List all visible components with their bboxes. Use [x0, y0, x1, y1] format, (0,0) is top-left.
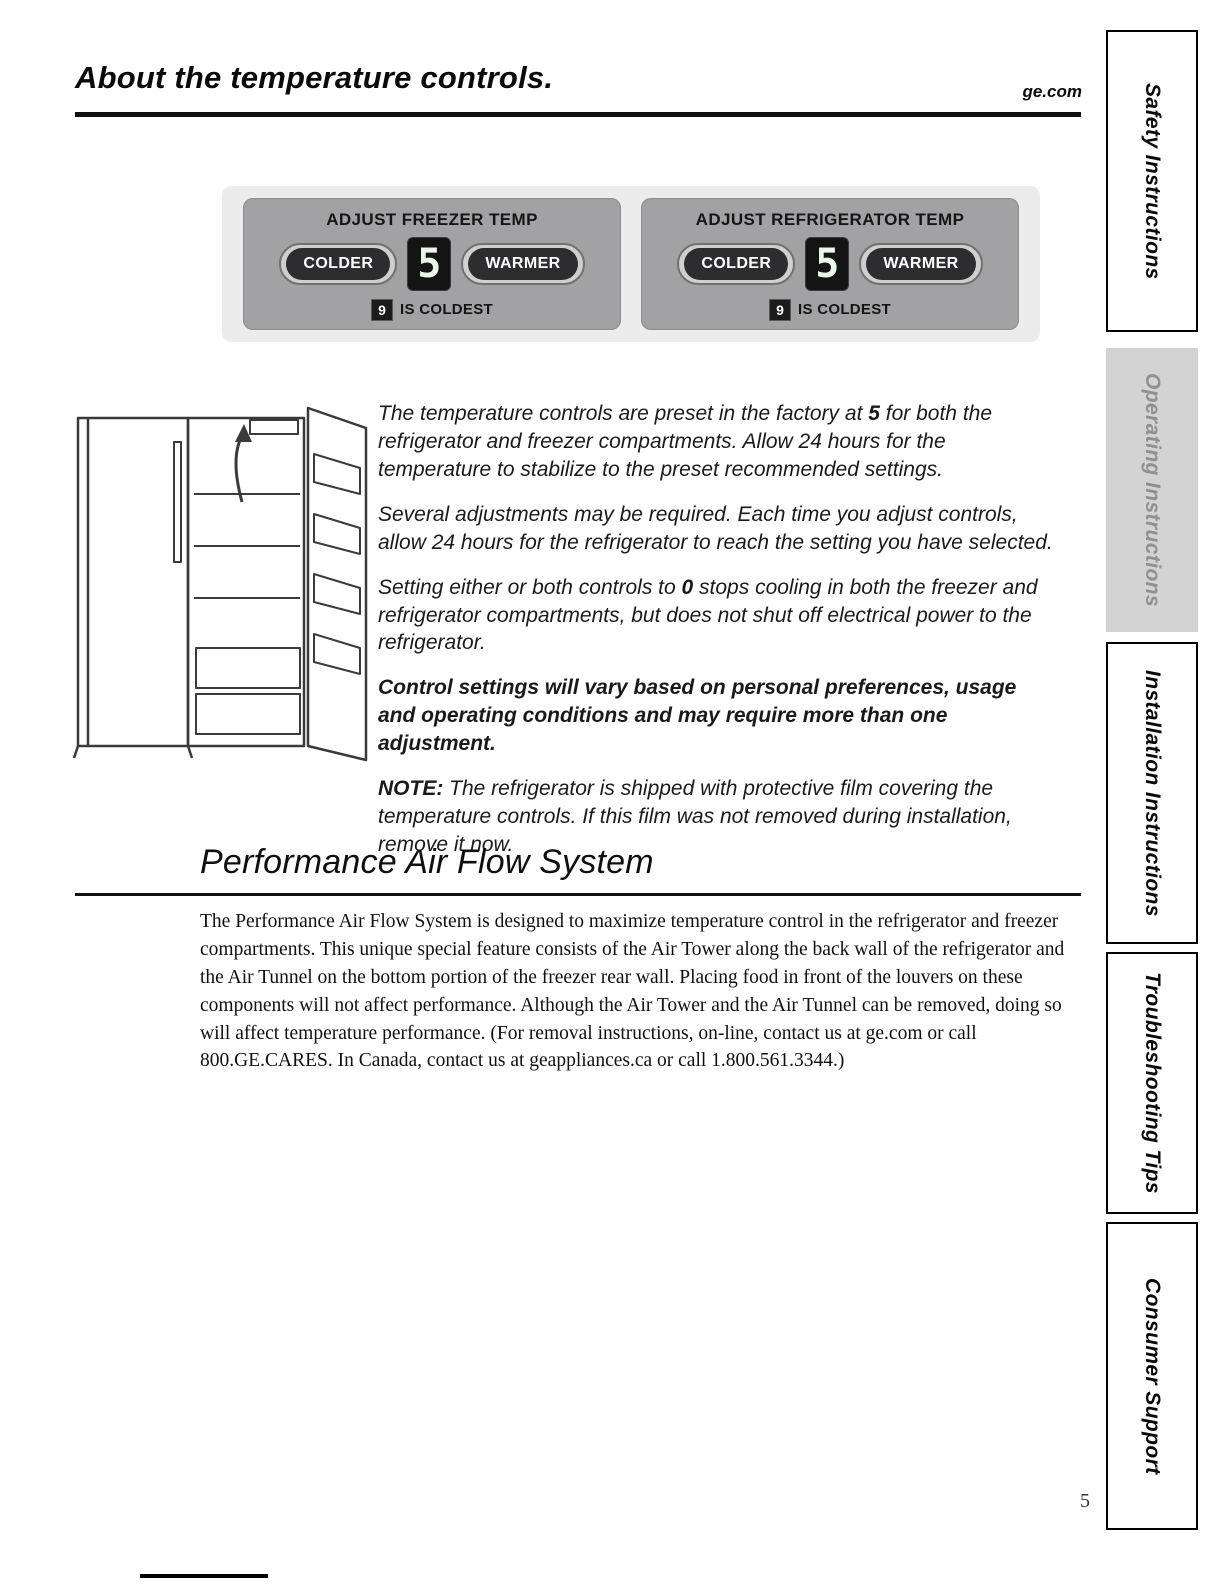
- section-body-text: The Performance Air Flow System is desig…: [200, 911, 1065, 1072]
- temperature-control-panel: ADJUST FREEZER TEMP COLDER 5 WARMER 9 IS…: [222, 186, 1040, 342]
- section-rule: [75, 893, 1081, 896]
- sidebar-tab-troubleshooting-tips: Troubleshooting Tips: [1106, 952, 1198, 1214]
- refrigerator-panel-label: ADJUST REFRIGERATOR TEMP: [695, 209, 965, 229]
- sidebar-tab-safety-instructions: Safety Instructions: [1106, 30, 1198, 332]
- colder-button-capsule: COLDER: [279, 242, 398, 285]
- paragraph-adjustments: Several adjustments may be required. Eac…: [378, 502, 1053, 554]
- sidebar-tab-label: Consumer Support: [1141, 1277, 1164, 1475]
- freezer-coldest-label: IS COLDEST: [399, 301, 493, 318]
- paragraph-zero-setting: Setting either or both controls to 0 sto…: [378, 575, 1038, 655]
- paragraph-note: NOTE: The refrigerator is shipped with p…: [378, 777, 1012, 856]
- body-copy: The temperature controls are preset in t…: [378, 400, 1056, 876]
- section-heading: Performance Air Flow System: [200, 843, 654, 881]
- ge-website-text: ge.com: [1022, 82, 1082, 101]
- sidebar-tab-installation-instructions: Installation Instructions: [1106, 642, 1198, 944]
- freezer-coldest-number: 9: [370, 298, 393, 321]
- colder-button-capsule: COLDER: [677, 242, 796, 285]
- warmer-button-capsule: WARMER: [859, 242, 983, 285]
- page-title: About the temperature controls.: [75, 60, 554, 95]
- paragraph-preset: The temperature controls are preset in t…: [378, 402, 993, 481]
- header-rule: [75, 112, 1081, 117]
- freezer-warmer-button: WARMER: [468, 247, 578, 280]
- sidebar-tab-label: Safety Instructions: [1141, 82, 1164, 280]
- freezer-colder-button: COLDER: [286, 247, 391, 280]
- sidebar-tab-label: Installation Instructions: [1141, 669, 1164, 917]
- refrigerator-illustration: [70, 398, 370, 770]
- sidebar-tab-label: Troubleshooting Tips: [1141, 972, 1164, 1194]
- refrigerator-warmer-button: WARMER: [866, 247, 976, 280]
- sidebar-tab-label: Operating Instructions: [1141, 373, 1164, 607]
- freezer-temp-display: 5: [407, 236, 452, 291]
- sidebar-tab-consumer-support: Consumer Support: [1106, 1222, 1198, 1530]
- paragraph-settings-vary: Control settings will vary based on pers…: [378, 676, 1017, 756]
- warmer-button-capsule: WARMER: [461, 242, 585, 285]
- refrigerator-temp-panel: ADJUST REFRIGERATOR TEMP COLDER 5 WARMER…: [641, 198, 1019, 330]
- refrigerator-temp-display: 5: [805, 236, 850, 291]
- page-number: 5: [1080, 1490, 1090, 1512]
- sidebar-tab-operating-instructions: Operating Instructions: [1106, 348, 1198, 632]
- refrigerator-colder-button: COLDER: [684, 247, 789, 280]
- refrigerator-coldest-label: IS COLDEST: [797, 301, 891, 318]
- refrigerator-coldest-number: 9: [768, 298, 791, 321]
- freezer-panel-label: ADJUST FREEZER TEMP: [326, 209, 538, 229]
- freezer-temp-panel: ADJUST FREEZER TEMP COLDER 5 WARMER 9 IS…: [243, 198, 621, 330]
- print-registration-mark: [140, 1574, 268, 1578]
